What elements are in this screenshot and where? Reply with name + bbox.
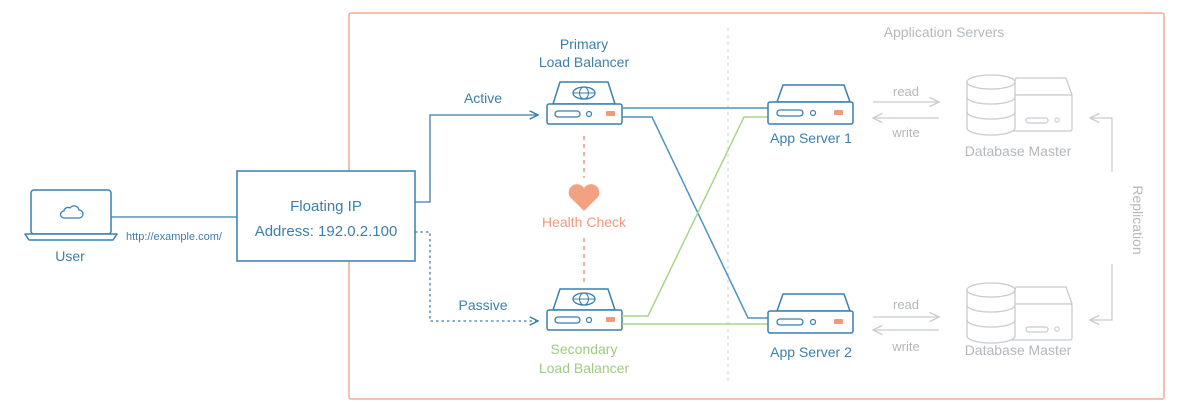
cloud-icon	[59, 205, 84, 219]
active-label: Active	[464, 90, 502, 106]
primary-to-app2-line	[622, 116, 768, 319]
database-master-2-label: Database Master	[965, 342, 1072, 358]
secondary-load-balancer-icon	[546, 288, 623, 331]
floating-ip-title: Floating IP	[290, 198, 362, 215]
primary-lb-label-line1: Primary	[560, 36, 608, 52]
write-label-2: write	[891, 339, 919, 354]
floating-ip-box	[236, 170, 416, 262]
secondary-lb-label-line2: Load Balancer	[539, 360, 630, 376]
database-master-1-icon	[966, 74, 1073, 136]
primary-load-balancer-icon	[546, 81, 623, 125]
read-label-2: read	[893, 297, 919, 312]
app-server-1-icon	[767, 84, 854, 125]
app-server-2-label: App Server 2	[770, 344, 852, 360]
replication-label-bg	[1104, 172, 1122, 264]
app-server-1-label: App Server 1	[770, 130, 852, 146]
url-label[interactable]: http://example.com/	[126, 231, 223, 243]
app-server-2-icon	[767, 293, 854, 334]
database-master-1-label: Database Master	[965, 143, 1072, 159]
app-servers-title: Application Servers	[884, 24, 1005, 40]
database-master-2-icon	[966, 282, 1073, 344]
secondary-to-app1-line	[622, 116, 768, 317]
user-laptop-icon	[24, 189, 118, 241]
primary-lb-label-line2: Load Balancer	[539, 54, 630, 70]
read-label-1: read	[893, 84, 919, 99]
write-label-1: write	[891, 125, 919, 140]
active-connection-line	[415, 115, 538, 203]
globe-icon	[572, 292, 596, 306]
health-check-label: Health Check	[542, 214, 627, 230]
globe-icon	[572, 86, 596, 100]
floating-ip-address: Address: 192.0.2.100	[255, 223, 398, 240]
replication-label: Replication	[1130, 185, 1146, 254]
passive-label: Passive	[458, 297, 507, 313]
secondary-lb-label-line1: Secondary	[551, 341, 618, 357]
user-label: User	[55, 248, 85, 264]
heart-icon	[568, 184, 600, 211]
passive-connection-line	[415, 231, 538, 321]
